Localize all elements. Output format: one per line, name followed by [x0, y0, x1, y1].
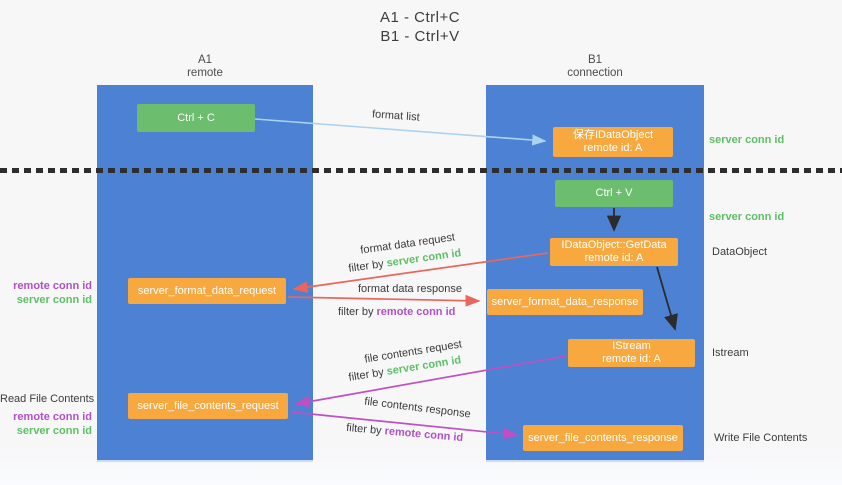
lane-a-name: A1: [197, 54, 213, 66]
annotation-read-file-contents: Read File Contents: [0, 393, 95, 405]
title-line-2: B1 - Ctrl+V: [380, 28, 460, 45]
annotation-istream: Istream: [712, 347, 749, 359]
node-format-request-label: server_format_data_request: [137, 284, 277, 297]
annotation-write-file-contents: Write File Contents: [714, 432, 808, 444]
annotation-remote-conn-id: remote conn id: [13, 411, 92, 423]
node-server-file-contents-request: server_file_contents_request: [128, 393, 288, 419]
node-server-format-data-response: server_format_data_response: [487, 289, 643, 315]
annotation-server-conn-id-top: server conn id: [709, 134, 785, 146]
lane-a-subtitle: remote: [187, 67, 223, 79]
label-format-data-response: format data response: [358, 283, 462, 295]
node-ctrl-v: Ctrl + V: [555, 180, 673, 207]
node-file-request-label: server_file_contents_request: [137, 399, 279, 412]
node-ctrl-c-label: Ctrl + C: [177, 111, 215, 124]
label-filter-by-remote-conn-id-1: filter by remote conn id: [338, 306, 455, 318]
label-filter-by-remote-conn-id-2: filter by remote conn id: [346, 422, 464, 444]
node-server-format-data-request: server_format_data_request: [128, 278, 286, 304]
node-getdata-line2: remote id: A: [584, 252, 644, 264]
arrow-format-data-response: [287, 294, 481, 307]
lane-a-header: A1 remote: [97, 54, 313, 80]
lane-b-name: B1: [587, 54, 603, 66]
node-istream: IStream remote id: A: [568, 339, 695, 367]
annotation-dataobject: DataObject: [712, 246, 768, 258]
node-istream-line1: IStream: [612, 340, 651, 352]
annotation-remote-conn-id: remote conn id: [13, 280, 92, 292]
title-line-1: A1 - Ctrl+C: [379, 9, 461, 26]
filter-by-text: filter by: [338, 306, 377, 318]
node-istream-line2: remote id: A: [602, 353, 661, 365]
annotation-left-conn-ids-2: remote conn id server conn id: [0, 410, 92, 438]
node-ctrl-c: Ctrl + C: [137, 104, 255, 132]
node-getdata-line1: IDataObject::GetData: [561, 239, 667, 251]
filter-by-text: filter by: [347, 257, 388, 275]
filter-by-text: filter by: [347, 365, 388, 384]
annotation-server-conn-id: server conn id: [16, 425, 92, 437]
node-ctrl-v-label: Ctrl + V: [595, 187, 633, 199]
lane-b-subtitle: connection: [567, 67, 623, 79]
label-format-list: format list: [371, 108, 421, 124]
phase-divider-dotted-line: [0, 168, 842, 173]
remote-conn-id-text: remote conn id: [376, 306, 456, 318]
annotation-server-conn-id-mid: server conn id: [709, 211, 785, 223]
node-format-response-label: server_format_data_response: [491, 295, 639, 308]
lane-b-header: B1 connection: [486, 54, 704, 80]
node-idataobject-getdata: IDataObject::GetData remote id: A: [550, 238, 678, 266]
label-file-contents-response: file contents response: [363, 395, 472, 421]
node-file-response-label: server_file_contents_response: [528, 431, 678, 444]
filter-by-text: filter by: [345, 421, 386, 438]
node-save-idataobject: 保存IDataObject remote id: A: [553, 127, 673, 157]
node-save-idataobject-line1: 保存IDataObject: [572, 129, 654, 141]
diagram-title: A1 - Ctrl+C B1 - Ctrl+V: [330, 8, 510, 46]
annotation-server-conn-id: server conn id: [16, 294, 92, 306]
node-server-file-contents-response: server_file_contents_response: [523, 425, 683, 451]
remote-conn-id-text: remote conn id: [384, 425, 464, 445]
node-save-idataobject-line2: remote id: A: [583, 142, 643, 154]
annotation-left-conn-ids-1: remote conn id server conn id: [0, 279, 92, 307]
